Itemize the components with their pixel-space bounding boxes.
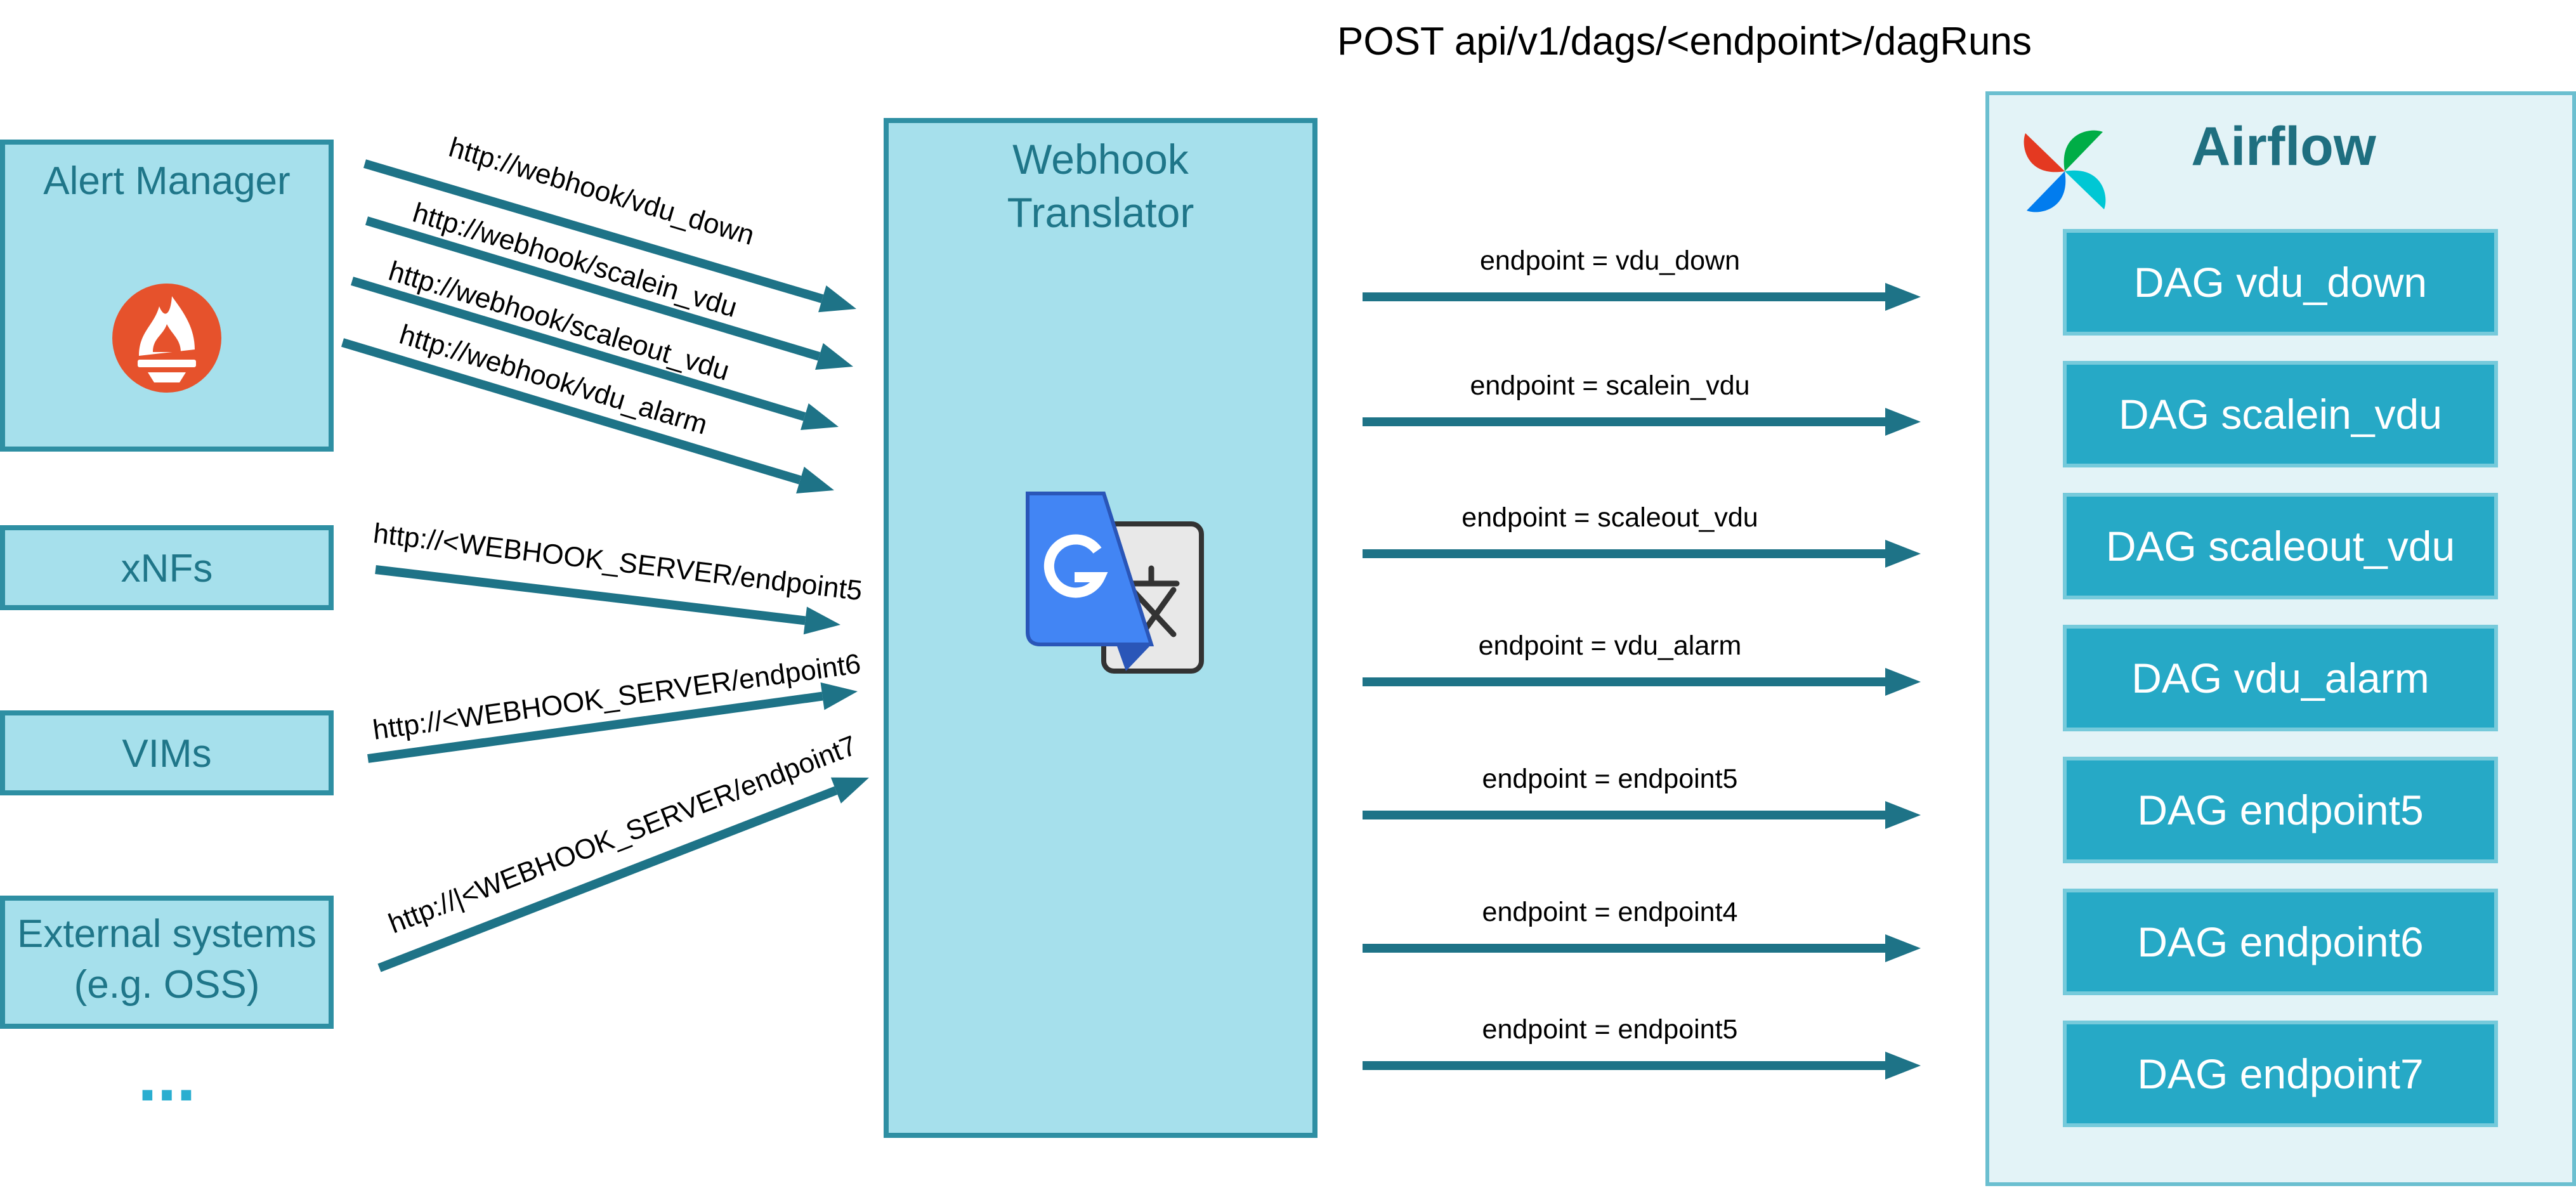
endpoint-label-7: endpoint = endpoint5 xyxy=(1482,1014,1738,1045)
incoming-arrows: http://webhook/vdu_downhttp://webhook/sc… xyxy=(341,132,869,972)
incoming-arrow-7 xyxy=(377,777,869,972)
dag-label-1: DAG vdu_down xyxy=(2134,259,2427,306)
incoming-arrow-7-head xyxy=(830,777,869,804)
incoming-arrow-5-head xyxy=(803,606,840,635)
webhook-url-label-7: http://|<WEBHOOK_SERVER/endpoint7 xyxy=(384,730,861,940)
incoming-arrow-4-shaft xyxy=(341,338,802,485)
outgoing-arrow-3-head xyxy=(1885,540,1921,568)
incoming-arrow-1-shaft xyxy=(363,159,824,303)
outgoing-arrow-5 xyxy=(1363,801,1921,829)
source-xnfs: xNFs xyxy=(0,525,334,610)
source-external-label-line2: (e.g. OSS) xyxy=(74,963,260,1007)
outgoing-arrow-5-head xyxy=(1885,801,1921,829)
source-alert-manager-label: Alert Manager xyxy=(43,159,290,203)
outgoing-arrow-1 xyxy=(1363,283,1921,311)
incoming-arrow-5 xyxy=(375,565,840,635)
incoming-arrow-3-head xyxy=(801,403,839,430)
source-external-systems: External systems (e.g. OSS) xyxy=(0,896,334,1029)
airflow-title: Airflow xyxy=(2191,116,2377,177)
endpoint-label-4: endpoint = vdu_alarm xyxy=(1479,630,1742,661)
translator-label-line1: Webhook xyxy=(1012,136,1189,183)
dag-box-bg-2 xyxy=(2063,361,2498,467)
incoming-arrow-1 xyxy=(363,159,856,313)
outgoing-arrows: endpoint = vdu_down endpoint = scalein_vd… xyxy=(1363,245,1921,1080)
dag-box-bg-1 xyxy=(2063,229,2498,336)
incoming-arrow-7-shaft xyxy=(377,786,838,972)
incoming-arrow-6-shaft xyxy=(367,691,823,763)
google-translate-icon xyxy=(1026,492,1204,674)
endpoint-label-1: endpoint = vdu_down xyxy=(1480,245,1740,276)
dag-label-6: DAG endpoint6 xyxy=(2137,918,2423,965)
incoming-arrow-6 xyxy=(367,682,858,763)
dag-box-bg-6 xyxy=(2063,889,2498,995)
incoming-arrow-2-shaft xyxy=(365,216,821,361)
dag-label-7: DAG endpoint7 xyxy=(2137,1050,2423,1097)
incoming-arrow-2-head xyxy=(815,343,853,370)
source-external-label-line1: External systems xyxy=(17,912,317,956)
outgoing-arrow-4 xyxy=(1363,668,1921,696)
translator-label-line2: Translator xyxy=(1007,189,1194,236)
outgoing-arrow-6 xyxy=(1363,934,1921,962)
dag-box-bg-7 xyxy=(2063,1021,2498,1127)
outgoing-arrow-6-head xyxy=(1885,934,1921,962)
incoming-arrow-1-head xyxy=(818,285,856,313)
prometheus-icon xyxy=(112,284,221,393)
incoming-arrow-2 xyxy=(365,216,853,370)
dag-label-5: DAG endpoint5 xyxy=(2137,787,2423,833)
dag-box-6: DAG endpoint6 xyxy=(2063,889,2498,995)
incoming-arrow-6-head xyxy=(820,682,858,710)
more-sources-indicator: ... xyxy=(138,1038,196,1116)
outgoing-arrow-4-head xyxy=(1885,668,1921,696)
dag-label-3: DAG scaleout_vdu xyxy=(2106,523,2455,570)
webhook-translator: Webhook Translator xyxy=(884,118,1317,1138)
post-endpoint-label: POST api/v1/dags/<endpoint>/dagRuns xyxy=(1337,20,2032,63)
dag-box-bg-3 xyxy=(2063,493,2498,599)
source-vims-label: VIMs xyxy=(122,732,211,776)
dag-box-bg-4 xyxy=(2063,625,2498,731)
webhook-url-label-5: http://<WEBHOOK_SERVER/endpoint5 xyxy=(372,518,864,606)
dag-box-bg-5 xyxy=(2063,757,2498,863)
endpoint-label-2: endpoint = scalein_vdu xyxy=(1470,370,1749,401)
outgoing-arrow-3 xyxy=(1363,540,1921,568)
outgoing-arrow-7-head xyxy=(1885,1052,1921,1080)
dag-box-3: DAG scaleout_vdu xyxy=(2063,493,2498,599)
dag-label-2: DAG scalein_vdu xyxy=(2119,391,2442,438)
incoming-arrow-3 xyxy=(350,277,839,430)
source-xnfs-label: xNFs xyxy=(121,547,213,591)
airflow-pinwheel-icon xyxy=(2024,130,2106,212)
outgoing-arrow-2-head xyxy=(1885,408,1921,436)
endpoint-label-5: endpoint = endpoint5 xyxy=(1482,764,1738,794)
incoming-arrow-5-shaft xyxy=(375,565,806,625)
endpoint-label-3: endpoint = scaleout_vdu xyxy=(1461,502,1758,533)
incoming-arrow-4-head xyxy=(796,466,834,493)
dag-box-5: DAG endpoint5 xyxy=(2063,757,2498,863)
dag-box-4: DAG vdu_alarm xyxy=(2063,625,2498,731)
outgoing-arrow-1-head xyxy=(1885,283,1921,311)
dag-label-4: DAG vdu_alarm xyxy=(2131,655,2429,702)
dag-box-7: DAG endpoint7 xyxy=(2063,1021,2498,1127)
outgoing-arrow-7 xyxy=(1363,1052,1921,1080)
dag-box-2: DAG scalein_vdu xyxy=(2063,361,2498,467)
incoming-arrow-3-shaft xyxy=(350,277,806,421)
source-vims: VIMs xyxy=(0,710,334,795)
outgoing-arrow-2 xyxy=(1363,408,1921,436)
dag-box-1: DAG vdu_down xyxy=(2063,229,2498,336)
endpoint-label-6: endpoint = endpoint4 xyxy=(1482,897,1738,927)
source-alert-manager: Alert Manager xyxy=(0,140,334,452)
incoming-arrow-4 xyxy=(341,338,834,493)
